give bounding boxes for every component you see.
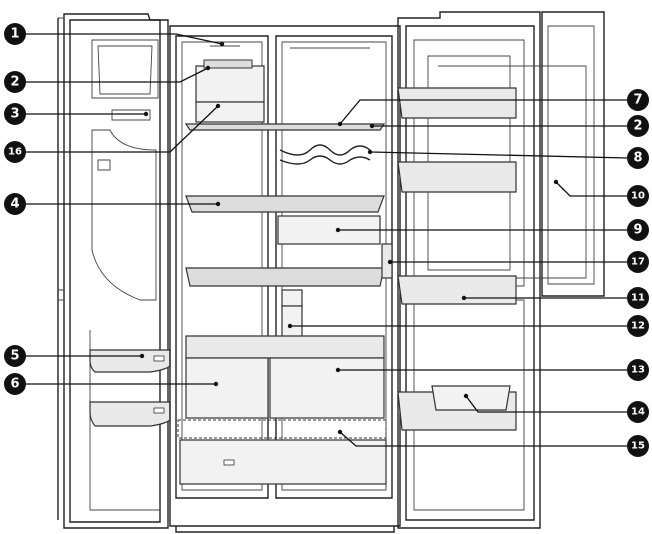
right-door-bin-2	[397, 161, 517, 193]
callout-2-left: 2	[4, 71, 26, 93]
callout-15: 15	[627, 435, 649, 457]
bottom-drawer-cover	[177, 419, 387, 439]
svg-text:5: 5	[10, 349, 19, 364]
callout-10: 10	[627, 185, 649, 207]
side-clip	[381, 243, 393, 279]
shelf-lower	[185, 267, 385, 287]
svg-text:2: 2	[633, 119, 642, 134]
callout-13: 13	[627, 359, 649, 381]
ice-maker	[195, 59, 265, 123]
svg-text:8: 8	[633, 151, 642, 166]
callout-6: 6	[4, 373, 26, 395]
cabinet	[169, 25, 401, 533]
svg-text:13: 13	[631, 365, 645, 376]
svg-text:7: 7	[633, 93, 642, 108]
shelf-top	[184, 123, 386, 131]
callout-4: 4	[4, 193, 26, 215]
left-door-bin-lower	[89, 401, 171, 427]
wine-rack	[279, 144, 371, 156]
svg-text:12: 12	[631, 321, 645, 332]
crisper-lid	[185, 335, 385, 359]
egg-tray	[431, 385, 511, 411]
svg-text:2: 2	[10, 75, 19, 90]
crisper-right	[269, 357, 385, 419]
svg-text:4: 4	[10, 197, 19, 212]
crisper-left	[185, 357, 269, 419]
svg-text:16: 16	[8, 147, 22, 158]
svg-text:11: 11	[631, 293, 645, 304]
left-door-bin-upper	[89, 349, 171, 373]
callout-16: 16	[4, 141, 26, 163]
callout-8: 8	[627, 147, 649, 169]
callout-7: 7	[627, 89, 649, 111]
callout-14: 14	[627, 401, 649, 423]
svg-text:14: 14	[631, 407, 645, 418]
leader-lines	[26, 33, 629, 447]
callout-5: 5	[4, 345, 26, 367]
svg-text:10: 10	[631, 191, 645, 202]
callout-9: 9	[627, 219, 649, 241]
svg-text:17: 17	[631, 257, 645, 268]
callout-12: 12	[627, 315, 649, 337]
callout-1: 1	[4, 23, 26, 45]
callout-17: 17	[627, 251, 649, 273]
bottom-drawer	[179, 439, 387, 485]
svg-text:6: 6	[10, 377, 19, 392]
svg-text:3: 3	[10, 107, 19, 122]
right-door	[397, 11, 605, 529]
svg-text:15: 15	[631, 441, 645, 452]
callout-11: 11	[627, 287, 649, 309]
callout-2-right: 2	[627, 115, 649, 137]
callout-3: 3	[4, 103, 26, 125]
shelf-middle	[185, 195, 385, 213]
svg-text:1: 1	[10, 27, 19, 42]
right-door-bin-1	[397, 87, 517, 119]
left-door	[57, 13, 171, 529]
right-door-bin-3	[397, 275, 517, 305]
svg-text:9: 9	[633, 223, 642, 238]
